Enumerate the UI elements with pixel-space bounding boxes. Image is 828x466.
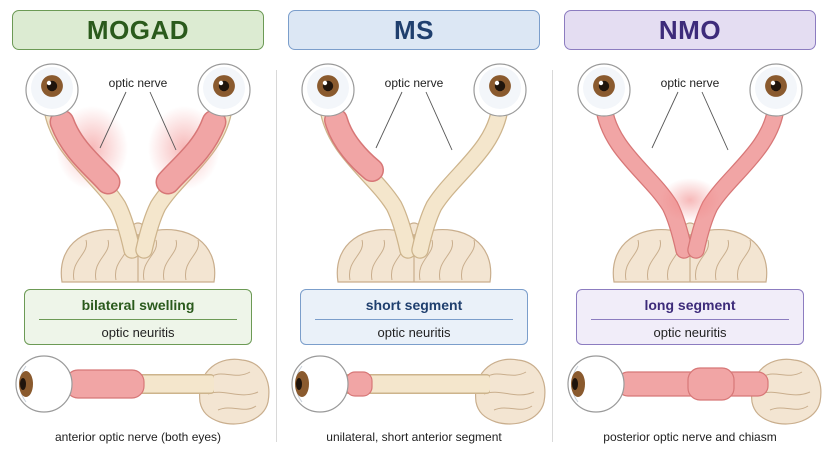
optic-nerve-diagram xyxy=(567,63,822,425)
finding-box: bilateral swelling optic neuritis xyxy=(24,289,252,345)
panel-title: MS xyxy=(288,10,540,50)
finding-subtitle: optic neuritis xyxy=(377,325,451,340)
box-divider xyxy=(39,319,237,320)
finding-box: long segment optic neuritis xyxy=(576,289,804,345)
eyeball-icon xyxy=(749,63,803,117)
leader-line xyxy=(99,91,127,149)
lesion-caption: posterior optic nerve and chiasm xyxy=(603,430,777,444)
panel-title: NMO xyxy=(564,10,816,50)
lesion-caption: anterior optic nerve (both eyes) xyxy=(54,430,222,444)
finding-title: long segment xyxy=(644,297,736,313)
optic-nerve-diagram xyxy=(15,63,270,425)
optic-nerve-label: optic nerve xyxy=(108,76,168,90)
optic-nerve-icon xyxy=(412,100,508,258)
leader-line xyxy=(701,91,729,151)
finding-subtitle: optic neuritis xyxy=(101,325,175,340)
finding-box: short segment optic neuritis xyxy=(300,289,528,345)
leader-line xyxy=(149,91,177,151)
eyeball-icon xyxy=(301,63,355,117)
optic-nerve-icon xyxy=(688,100,784,258)
leader-line xyxy=(425,91,453,151)
leader-line xyxy=(375,91,403,149)
optic-nerve-label: optic nerve xyxy=(384,76,444,90)
box-divider xyxy=(315,319,513,320)
eyeball-icon xyxy=(197,63,251,117)
panel-ms: MS optic nerve short segment optic neuri… xyxy=(276,0,552,466)
panel-nmo: NMO optic nerve long segment optic neuri… xyxy=(552,0,828,466)
eyeball-icon xyxy=(577,63,631,117)
panel-title: MOGAD xyxy=(12,10,264,50)
eyeball-icon xyxy=(291,355,349,413)
panel-divider xyxy=(552,70,553,442)
eyeball-icon xyxy=(567,355,625,413)
eyeball-icon xyxy=(473,63,527,117)
panel-divider xyxy=(276,70,277,442)
finding-title: short segment xyxy=(365,297,463,313)
panel-mogad: MOGAD optic nerve bilateral swelling opt… xyxy=(0,0,276,466)
finding-subtitle: optic neuritis xyxy=(653,325,727,340)
eyeball-icon xyxy=(25,63,79,117)
optic-nerve-diagram xyxy=(291,63,546,425)
eyeball-icon xyxy=(15,355,73,413)
optic-nerve-icon xyxy=(596,100,692,258)
lesion-caption: unilateral, short anterior segment xyxy=(326,430,502,444)
leader-line xyxy=(651,91,679,149)
brain-icon xyxy=(751,358,822,425)
finding-title: bilateral swelling xyxy=(81,297,195,313)
optic-nerve-label: optic nerve xyxy=(660,76,720,90)
brain-icon xyxy=(475,358,546,425)
box-divider xyxy=(591,319,789,320)
